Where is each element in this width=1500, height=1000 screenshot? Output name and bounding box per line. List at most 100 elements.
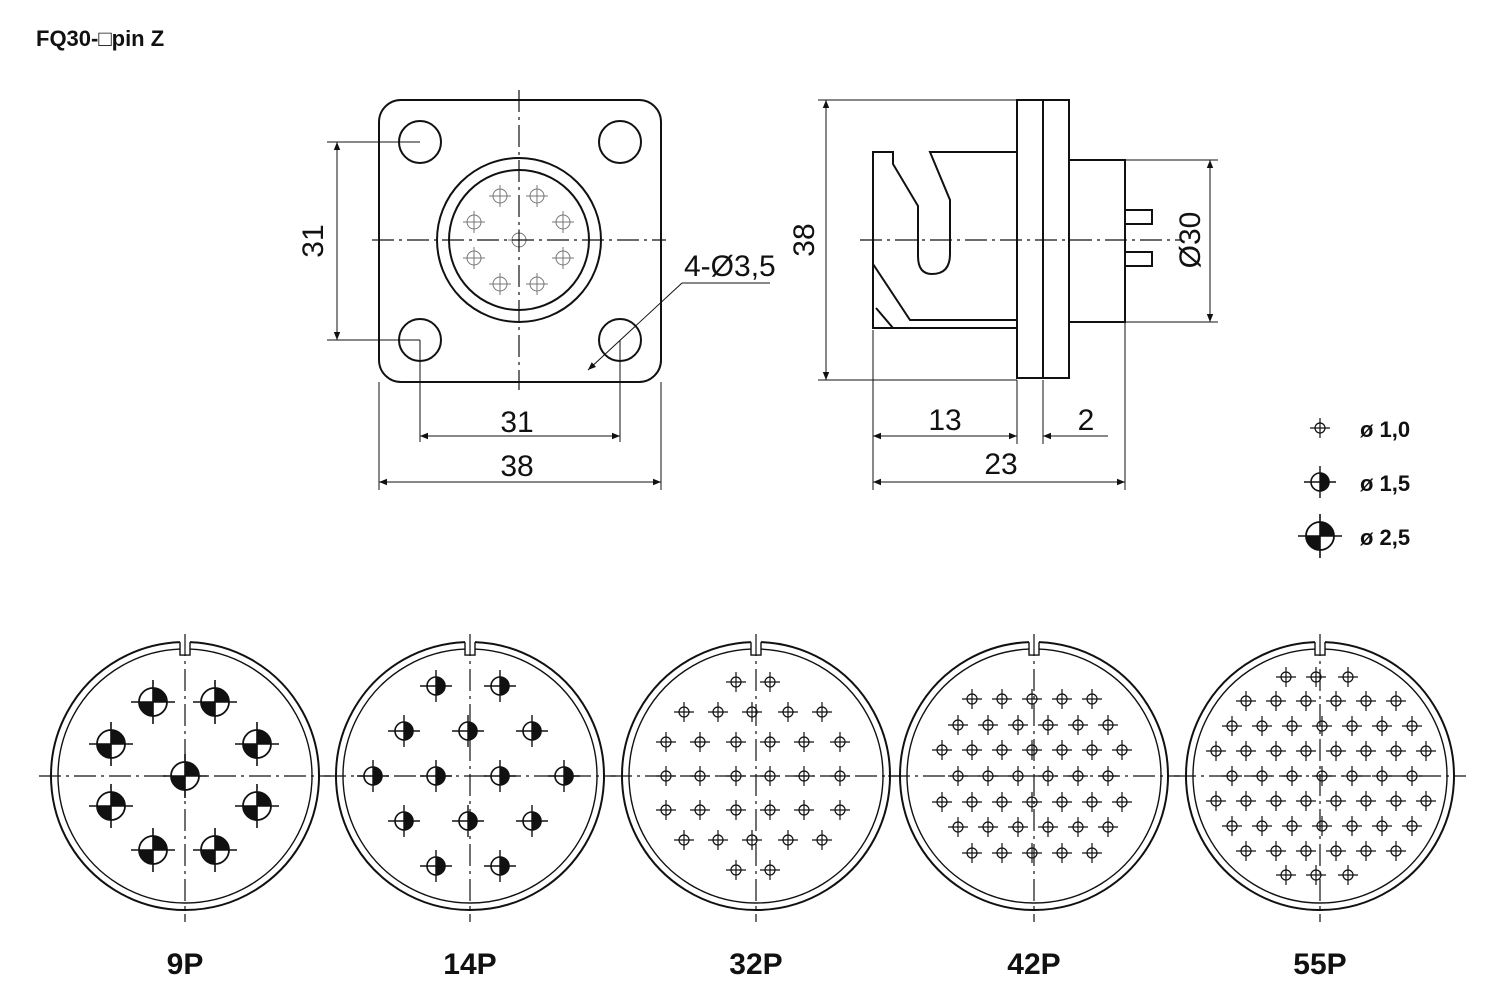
pin-contact — [1312, 716, 1332, 736]
pin-contact — [1068, 817, 1088, 837]
pin-contact — [1222, 816, 1242, 836]
pin-contact — [812, 830, 832, 850]
legend-label: ø 2,5 — [1360, 525, 1410, 550]
pin-contact — [1266, 741, 1286, 761]
pin-contact — [388, 715, 420, 747]
pin-contact — [484, 850, 516, 882]
dim-hole-spacing: 31 — [500, 406, 533, 439]
pin-contact — [489, 185, 511, 207]
pin-contact — [1266, 841, 1286, 861]
pin-contact — [1082, 740, 1102, 760]
pin-contact — [1038, 817, 1058, 837]
flange-plate — [1042, 99, 1070, 379]
pin-contact — [794, 800, 814, 820]
pin-contact — [656, 800, 676, 820]
pin-contact — [690, 766, 710, 786]
pin-contact — [1112, 740, 1132, 760]
pin-contact — [1052, 843, 1072, 863]
pin-layout-9p — [39, 634, 331, 922]
pin-contact — [1052, 689, 1072, 709]
pin-contact — [1342, 816, 1362, 836]
pin-contact — [1222, 766, 1242, 786]
pin-1-0-icon — [1310, 418, 1330, 438]
pin-contact — [830, 800, 850, 820]
pin-contact — [1252, 816, 1272, 836]
pin-contact — [1356, 691, 1376, 711]
pin-contact — [463, 247, 485, 269]
pin-contact — [760, 860, 780, 880]
pin-contact — [674, 830, 694, 850]
pin-contact — [726, 860, 746, 880]
layout-label-42p: 42P — [1007, 948, 1060, 981]
pin-contact — [760, 766, 780, 786]
pin-contact — [962, 843, 982, 863]
pin-contact — [760, 732, 780, 752]
pin-contact — [992, 792, 1012, 812]
pin-contact — [1326, 791, 1346, 811]
dim-side-height: 38 — [788, 223, 821, 256]
pin-contact — [992, 689, 1012, 709]
pin-contact — [992, 843, 1012, 863]
pin-contact — [1402, 816, 1422, 836]
pin-contact — [193, 828, 237, 872]
pin-contact — [1082, 843, 1102, 863]
pin-contact — [1282, 816, 1302, 836]
pin-contact — [1052, 740, 1072, 760]
pin-contact — [1276, 865, 1296, 885]
pin-contact — [89, 722, 133, 766]
pin-contact — [1386, 691, 1406, 711]
pin-contact — [1098, 715, 1118, 735]
pin-contact — [1416, 741, 1436, 761]
pin-contact — [1022, 792, 1042, 812]
pin-contact — [1416, 791, 1436, 811]
pin-contact — [1206, 791, 1226, 811]
pin-contact — [163, 754, 207, 798]
pin-contact — [1402, 766, 1422, 786]
pin-contact — [1312, 766, 1332, 786]
pin-contact — [1296, 691, 1316, 711]
pin-contact — [516, 805, 548, 837]
pin-contact — [1266, 791, 1286, 811]
pin-contact — [1022, 740, 1042, 760]
pin-contact — [932, 740, 952, 760]
pin-contact — [131, 828, 175, 872]
pin-contact — [1236, 691, 1256, 711]
pin-contact — [1296, 791, 1316, 811]
pin-layout-42p — [888, 634, 1180, 922]
pin-contact — [1008, 715, 1028, 735]
pin-contact — [388, 805, 420, 837]
pin-contact — [1326, 741, 1346, 761]
pin-contact — [978, 766, 998, 786]
pin-contact — [708, 830, 728, 850]
front-body — [872, 151, 1017, 329]
pin-contact — [932, 792, 952, 812]
pin-contact — [726, 766, 746, 786]
pin-contact — [830, 732, 850, 752]
pin-contact — [962, 792, 982, 812]
dim-body-length: 13 — [928, 404, 961, 437]
pin-contact — [1252, 766, 1272, 786]
flange-outline — [378, 99, 662, 383]
rear-body — [1069, 159, 1126, 323]
pin-contact — [357, 760, 389, 792]
pin-contact — [463, 211, 485, 233]
pin-contact — [1386, 841, 1406, 861]
pin-contact — [489, 273, 511, 295]
pin-contact — [420, 850, 452, 882]
pin-contact — [948, 766, 968, 786]
mounting-hole — [598, 120, 642, 164]
pin-contact — [1252, 716, 1272, 736]
pin-contact — [484, 760, 516, 792]
pin-contact — [516, 715, 548, 747]
pin-contact — [656, 732, 676, 752]
pin-contact — [778, 702, 798, 722]
pin-contact — [1296, 741, 1316, 761]
pin-contact — [1372, 716, 1392, 736]
pin-contact — [726, 732, 746, 752]
pin-contact — [1008, 817, 1028, 837]
pin-contact — [548, 760, 580, 792]
pin-layouts — [39, 634, 1466, 922]
layout-label-9p: 9P — [167, 948, 204, 981]
pin-layout-32p — [610, 634, 902, 922]
pin-2-5-icon — [1298, 514, 1342, 558]
